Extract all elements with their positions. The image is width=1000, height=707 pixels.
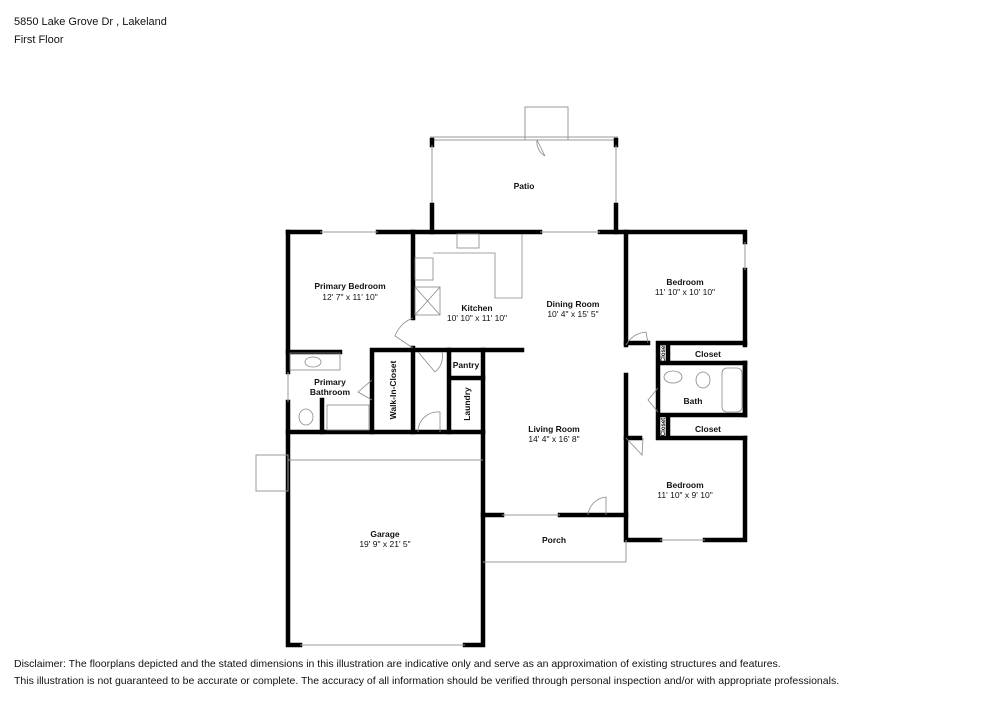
- primary-bathroom-label-1: Primary: [314, 377, 346, 387]
- stove-icon: [414, 257, 434, 281]
- primary-bathroom-label-2: Bathroom: [310, 387, 351, 397]
- bath-toilet-icon: [695, 371, 711, 389]
- kitchen-label: Kitchen: [461, 303, 492, 313]
- laundry-label: Laundry: [462, 387, 472, 421]
- bath-sink-icon: [663, 370, 683, 384]
- bedroom-1-dims: 11' 10" x 10' 10": [655, 287, 715, 297]
- disclaimer-line-2: This illustration is not guaranteed to b…: [14, 675, 840, 687]
- garage-label: Garage: [370, 529, 400, 539]
- vanity-icon: [289, 352, 341, 371]
- dining-room-dims: 10' 4" x 15' 5": [547, 309, 598, 319]
- bedroom-2-label: Bedroom: [666, 480, 704, 490]
- bathroom-sink-icon: [304, 356, 322, 368]
- patio-label: Patio: [514, 181, 535, 191]
- floor-label: First Floor: [14, 34, 64, 46]
- kitchen-dims: 10' 10" x 11' 10": [447, 313, 507, 323]
- kitchen-counter: [433, 234, 523, 299]
- closet-small-2-label: Closet: [661, 418, 667, 436]
- primary-bedroom-label: Primary Bedroom: [314, 281, 386, 291]
- living-room-label: Living Room: [528, 424, 580, 434]
- closet-2-label: Closet: [695, 424, 721, 434]
- walls: [255, 229, 748, 648]
- porch-label: Porch: [542, 535, 566, 545]
- garage-dims: 19' 9" x 21' 5": [359, 539, 410, 549]
- dining-room-label: Dining Room: [547, 299, 600, 309]
- living-room-dims: 14' 4" x 16' 8": [528, 434, 579, 444]
- refrigerator-icon: [414, 286, 441, 316]
- closet-small-1-label: Closet: [661, 344, 667, 362]
- fixtures: [289, 233, 743, 431]
- address: 5850 Lake Grove Dr , Lakeland: [14, 16, 167, 28]
- bedroom-2-dims: 11' 10" x 9' 10": [657, 490, 712, 500]
- bedroom-1-label: Bedroom: [666, 277, 704, 287]
- pantry-label: Pantry: [453, 360, 480, 370]
- shower-icon: [326, 404, 370, 431]
- walk-in-closet-label: Walk-In-Closet: [388, 360, 398, 419]
- primary-bedroom-dims: 12' 7" x 11' 10": [322, 292, 377, 302]
- bathtub-icon: [721, 367, 743, 413]
- bath-label: Bath: [684, 396, 703, 406]
- closet-1-label: Closet: [695, 349, 721, 359]
- disclaimer-line-1: Disclaimer: The floorplans depicted and …: [14, 658, 781, 670]
- doors: [357, 317, 659, 516]
- kitchen-sink-icon: [456, 233, 480, 249]
- toilet-icon: [298, 408, 314, 426]
- patio: [429, 106, 619, 235]
- room-labels: Patio Primary Bedroom 12' 7" x 11' 10" K…: [310, 181, 721, 549]
